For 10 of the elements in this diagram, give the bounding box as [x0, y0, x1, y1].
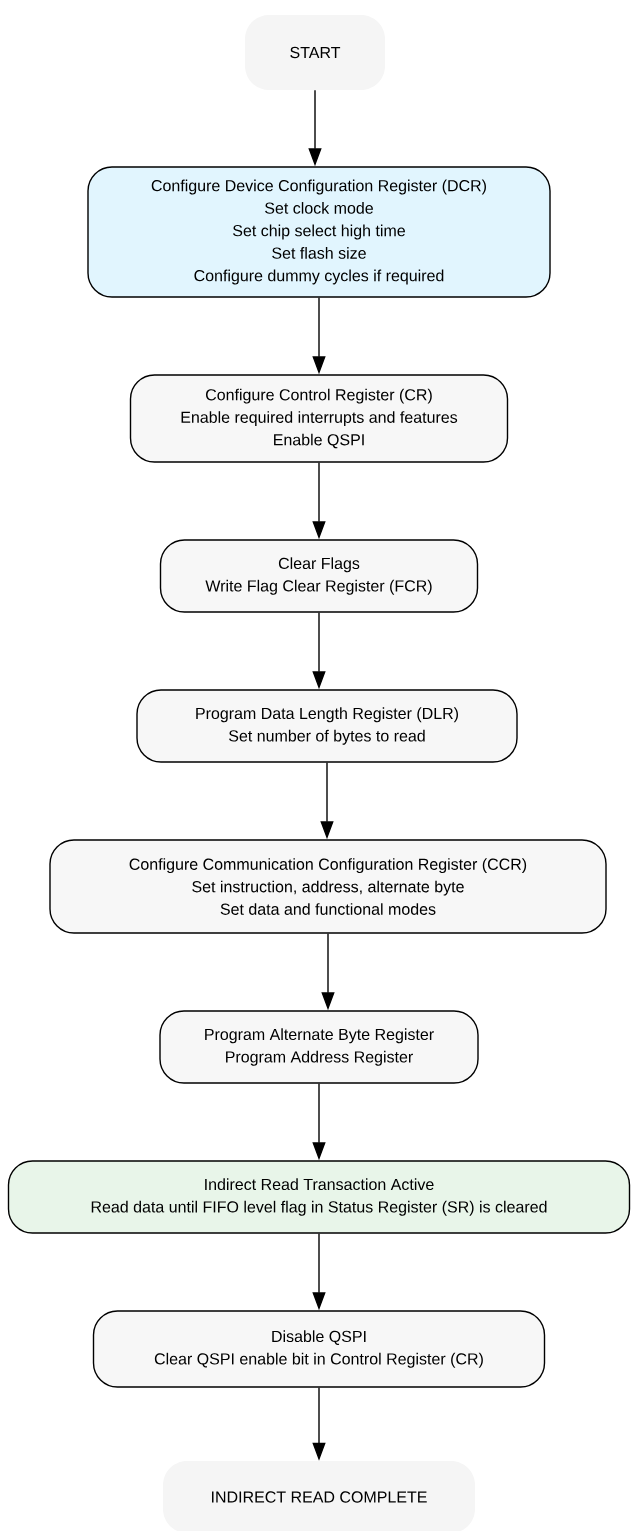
process-box: Clear Flags Write Flag Clear Register (FCR)	[159, 539, 479, 613]
process-box: Disable QSPI Clear QSPI enable bit in Control Register (CR)	[92, 1310, 546, 1388]
process-box: Program Alternate Byte Register Program Address Register	[159, 1010, 479, 1084]
terminal-box: START	[245, 15, 385, 90]
process-box: Indirect Read Transaction Active Read data until FIFO level flag in Status Register (SR) is cleared	[7, 1160, 631, 1234]
terminal-box: INDIRECT READ COMPLETE	[163, 1461, 475, 1531]
process-box: Configure Communication Configuration Register (CCR) Set instruction, address, alternate byte Set data and functional modes	[49, 839, 607, 934]
process-box: Configure Device Configuration Register (DCR) Set clock mode Set chip select high time Set flash size Configure dummy cycles if required	[87, 166, 551, 298]
process-box: Configure Control Register (CR) Enable required interrupts and features Enable QSPI	[129, 374, 509, 463]
process-box: Program Data Length Register (DLR) Set number of bytes to read	[136, 689, 518, 763]
